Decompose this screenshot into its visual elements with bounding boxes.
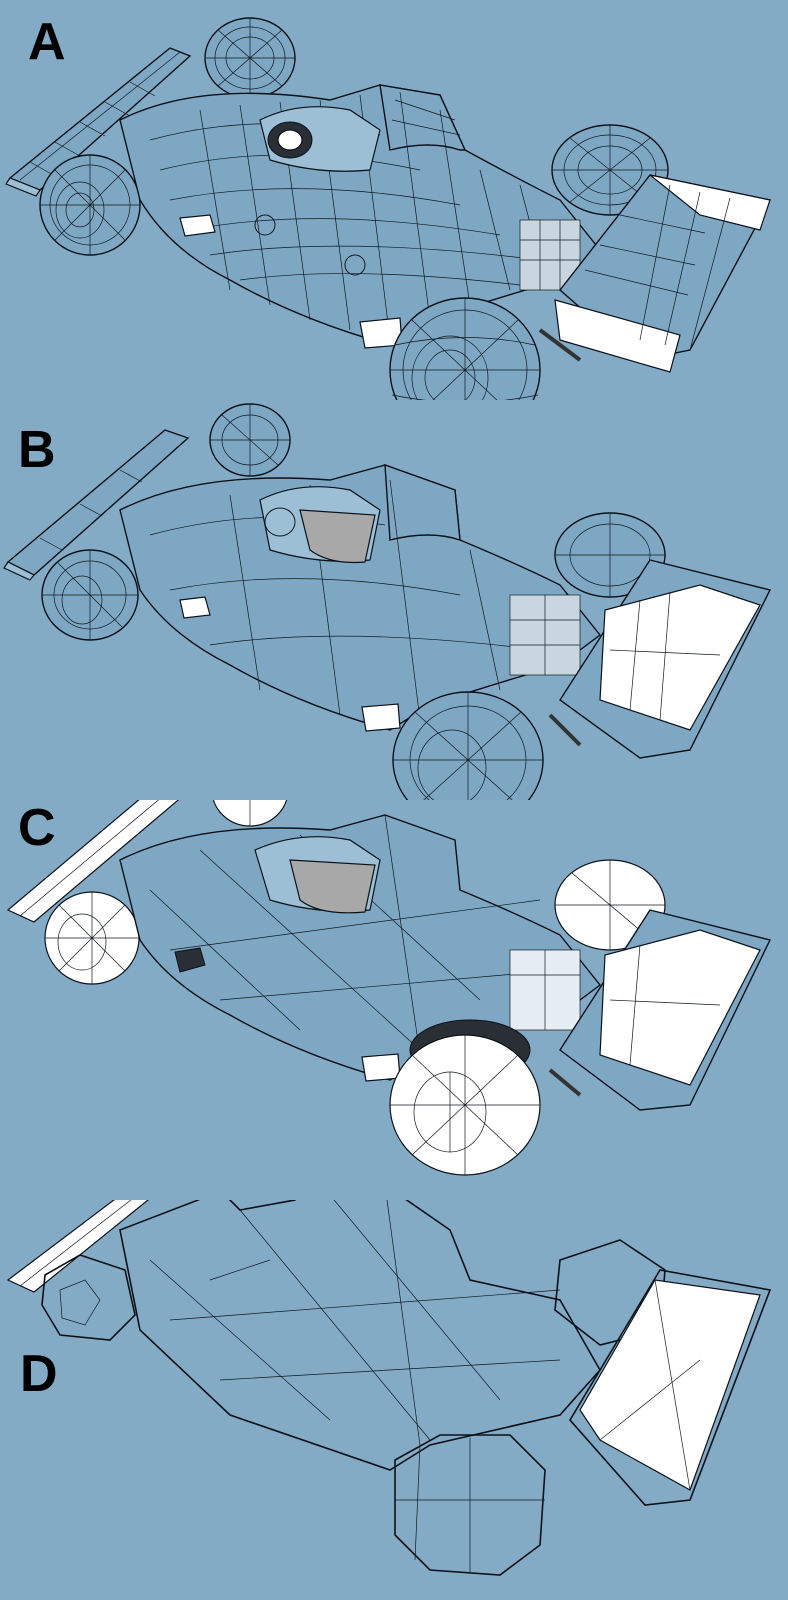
wheel-front-near-d (394, 1434, 546, 1576)
rear-wing-c (6, 800, 180, 923)
panel-label-b: B (18, 421, 56, 479)
panel-label-c: C (18, 799, 56, 857)
car-model-a (5, 17, 772, 400)
wheel-rear-near-a (39, 154, 141, 256)
rear-wing-d (6, 1200, 149, 1293)
panel-a: A (0, 0, 788, 400)
panel-label-d: D (20, 1345, 58, 1403)
wheel-front-far-c (554, 859, 666, 951)
chassis-a (119, 84, 601, 349)
wheel-front-near-b (392, 691, 544, 800)
gearbox-b (509, 594, 582, 747)
panel-c: C (0, 800, 788, 1200)
front-wing-b (559, 559, 772, 759)
panel-d: D (0, 1200, 788, 1600)
wheel-front-near-c (389, 1019, 541, 1176)
car-model-d (6, 1200, 772, 1576)
wheel-rear-near-c (44, 891, 140, 985)
front-wing-d (569, 1269, 772, 1506)
wheel-rear-far-a (204, 17, 296, 99)
panel-label-a: A (28, 13, 66, 71)
wheel-rear-near-b (41, 549, 139, 641)
wheel-front-near-a (389, 297, 541, 400)
chassis-b (119, 463, 601, 732)
front-wing-a (554, 174, 772, 373)
wheel-rear-near-d (41, 1254, 136, 1341)
car-model-c (6, 800, 772, 1176)
panel-b: B (0, 400, 788, 800)
chassis-d (119, 1200, 601, 1471)
wheel-front-far-b (554, 512, 666, 598)
gearbox-c (509, 949, 582, 1097)
wheel-rear-far-c (212, 800, 288, 827)
car-model-b (3, 403, 772, 800)
chassis-c (119, 814, 601, 1082)
wheel-rear-far-d (228, 1200, 296, 1211)
wheel-rear-far-b (209, 403, 291, 477)
rear-wing-b (3, 429, 190, 581)
rear-wing-a (5, 47, 192, 197)
front-wing-c (559, 909, 772, 1111)
